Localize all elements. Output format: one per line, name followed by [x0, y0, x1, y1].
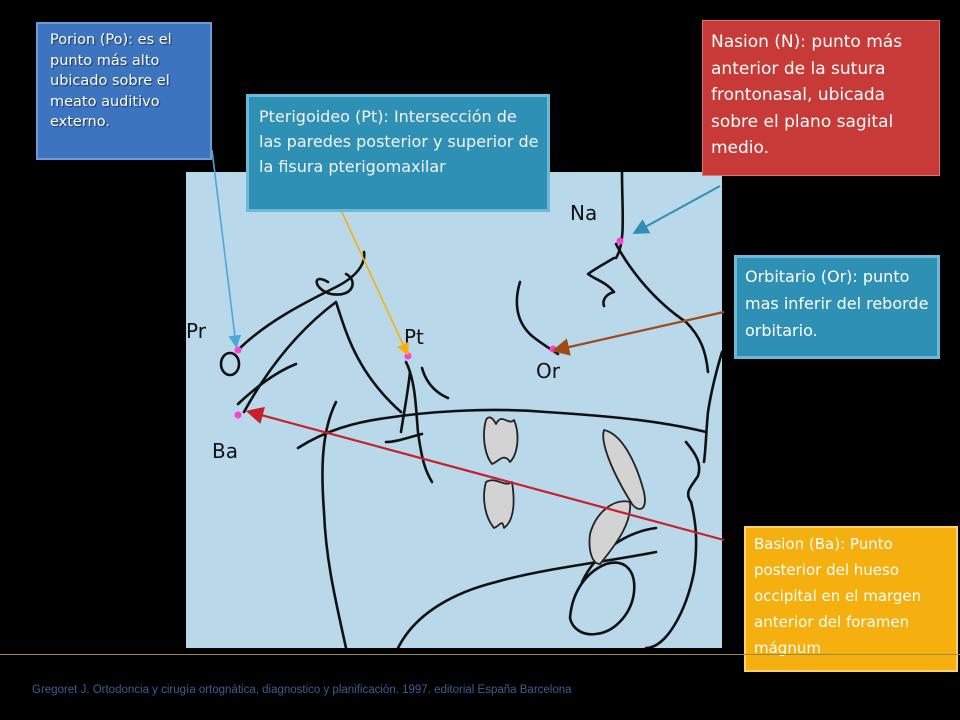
mandible-lower-border [396, 550, 658, 648]
clivus-line [236, 362, 298, 406]
lip-upper [684, 440, 701, 504]
arrow-nasion [632, 185, 721, 234]
chin-profile [644, 500, 698, 648]
porion-loop [315, 272, 354, 296]
pterygoid-descending [399, 370, 412, 434]
callout-orbitario: Orbitario (Or): punto mas inferir del re… [734, 255, 940, 359]
landmark-label-or: Or [536, 359, 561, 383]
nasal-bones [586, 256, 616, 308]
ear-canal [219, 351, 241, 377]
arrow-porion [211, 149, 242, 349]
skull-tracing-drawing: Pr Pt Na Or Ba [186, 172, 722, 648]
upper-molar [483, 416, 519, 465]
landmark-label-pt: Pt [404, 325, 424, 349]
callout-pterigoideo: Pterigoideo (Pt): Intersección de las pa… [246, 94, 550, 212]
landmark-label-pr: Pr [186, 319, 207, 343]
sphenoid-outline [236, 250, 366, 352]
callout-basion: Basion (Ba): Punto posterior del hueso o… [744, 526, 958, 672]
citation-footer: Gregoret J. Ortodoncia y cirugía ortogná… [32, 684, 572, 696]
arrow-orbitario [551, 310, 725, 356]
landmark-label-na: Na [570, 201, 597, 225]
facial-profile [702, 350, 722, 464]
symphysis [568, 561, 636, 636]
landmark-dot-basion [234, 411, 242, 419]
palate-line [384, 432, 424, 444]
lower-molar [483, 479, 515, 529]
callout-porion: Porion (Po): es el punto más alto ubicad… [36, 22, 212, 160]
maxilla-line [420, 366, 450, 400]
landmark-dot-porion [234, 346, 242, 354]
condyle-curve [404, 360, 434, 484]
arrow-basion [245, 406, 725, 542]
cephalometric-tracing-panel: Pr Pt Na Or Ba [186, 172, 722, 648]
callout-nasion: Nasion (N): punto más anterior de la sut… [702, 20, 940, 176]
nasal-projection [614, 242, 710, 374]
landmark-label-ba: Ba [212, 439, 238, 463]
upper-incisor [602, 429, 646, 510]
arrow-pterigoideo [339, 207, 409, 356]
landmark-dot-nasion [616, 237, 624, 245]
footer-divider [0, 654, 960, 655]
pterygoid-plate [242, 300, 403, 414]
frontal-profile [614, 172, 625, 260]
mandible-body [296, 408, 708, 450]
